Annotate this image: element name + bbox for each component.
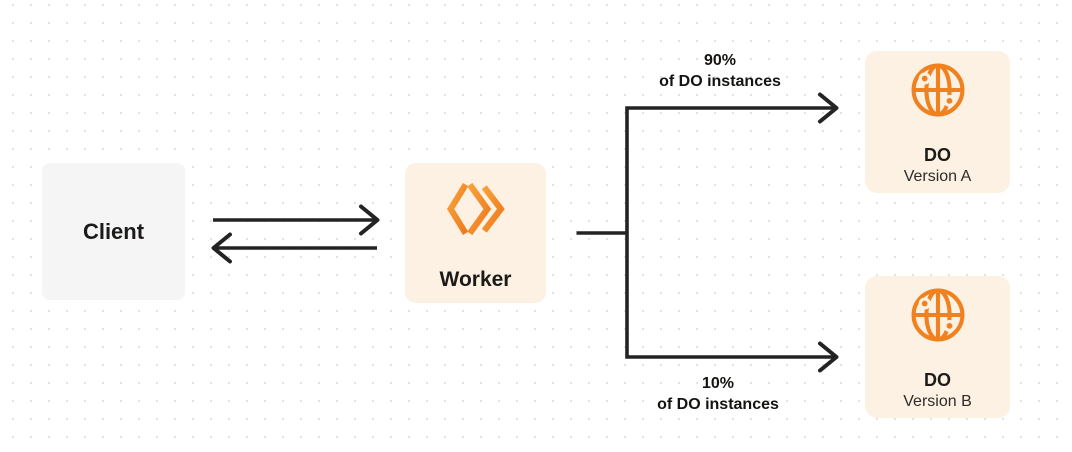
do-version-b-node: DO Version B xyxy=(865,276,1010,418)
split-branch-lines xyxy=(625,106,834,359)
do-a-subtitle: Version A xyxy=(903,168,972,185)
arrowhead-worker-to-client xyxy=(211,232,232,264)
cloudflare-workers-icon xyxy=(446,182,505,236)
do-version-a-node: DO Version A xyxy=(865,51,1010,193)
split-bottom-label: 10% of DO instances xyxy=(608,373,828,415)
globe-icon xyxy=(911,288,964,342)
do-b-title: DO xyxy=(924,370,951,390)
split-top-label: 90% of DO instances xyxy=(610,50,830,92)
do-b-subtitle: Version B xyxy=(903,393,972,410)
split-top-percent: 90% xyxy=(703,52,737,69)
worker-label: Worker xyxy=(439,268,512,291)
split-top-caption: of DO instances xyxy=(659,73,781,90)
do-a-title: DO xyxy=(924,145,951,165)
client-node: Client xyxy=(42,163,185,300)
globe-icon xyxy=(911,63,964,117)
split-bottom-percent: 10% xyxy=(701,375,735,392)
worker-node: Worker xyxy=(405,163,546,303)
arrowhead-client-to-worker xyxy=(359,204,380,236)
arrowhead-to-do-b xyxy=(818,341,839,373)
split-bottom-caption: of DO instances xyxy=(657,396,779,413)
client-label: Client xyxy=(82,218,145,244)
arrowhead-to-do-a xyxy=(818,92,839,124)
